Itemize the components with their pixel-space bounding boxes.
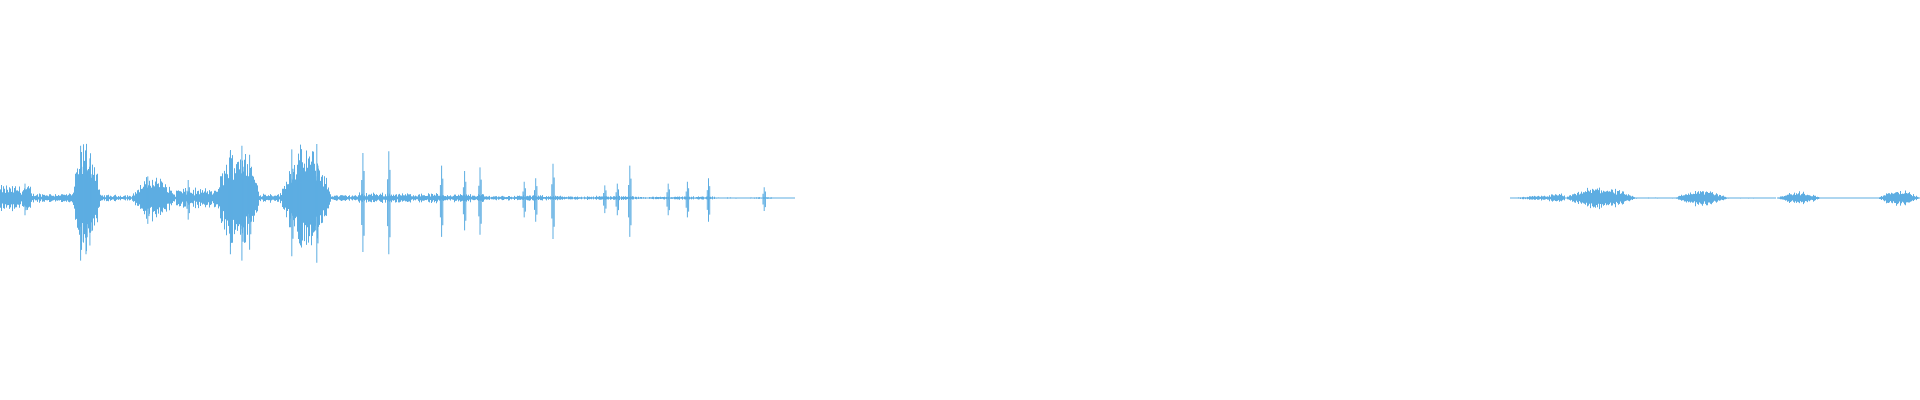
waveform-peak-1: [78, 145, 83, 261]
waveform-peak-6: [228, 151, 233, 255]
waveform-peak-3: [88, 158, 92, 246]
waveform-peak-26: [762, 187, 766, 211]
waveform-peak-0: [23, 183, 27, 216]
waveform-peak-2: [84, 151, 88, 255]
waveform-peak-23: [666, 183, 670, 216]
waveform-peak-17: [522, 181, 526, 218]
waveform-peak-16: [478, 167, 482, 235]
waveform-peak-7: [240, 145, 244, 261]
waveform-peak-10: [297, 160, 302, 244]
waveform-peak-5: [186, 180, 190, 220]
waveform-samples: [0, 143, 1920, 263]
waveform-peak-18: [534, 178, 538, 222]
waveform-peak-22: [628, 165, 632, 237]
waveform-peak-20: [603, 185, 607, 214]
waveform-peak-8: [247, 154, 252, 250]
waveform-peak-19: [551, 163, 555, 239]
waveform-peak-4: [146, 176, 150, 224]
waveform-peak-25: [706, 178, 711, 222]
waveform-peak-14: [439, 165, 444, 237]
waveform-peak-21: [615, 183, 619, 216]
waveform-peak-15: [462, 171, 467, 231]
waveform-peak-24: [685, 181, 690, 218]
waveform-peak-11: [315, 144, 319, 263]
waveform-peak-13: [387, 151, 391, 255]
waveform-peak-12: [361, 153, 365, 252]
waveform-peak-9: [290, 149, 294, 257]
